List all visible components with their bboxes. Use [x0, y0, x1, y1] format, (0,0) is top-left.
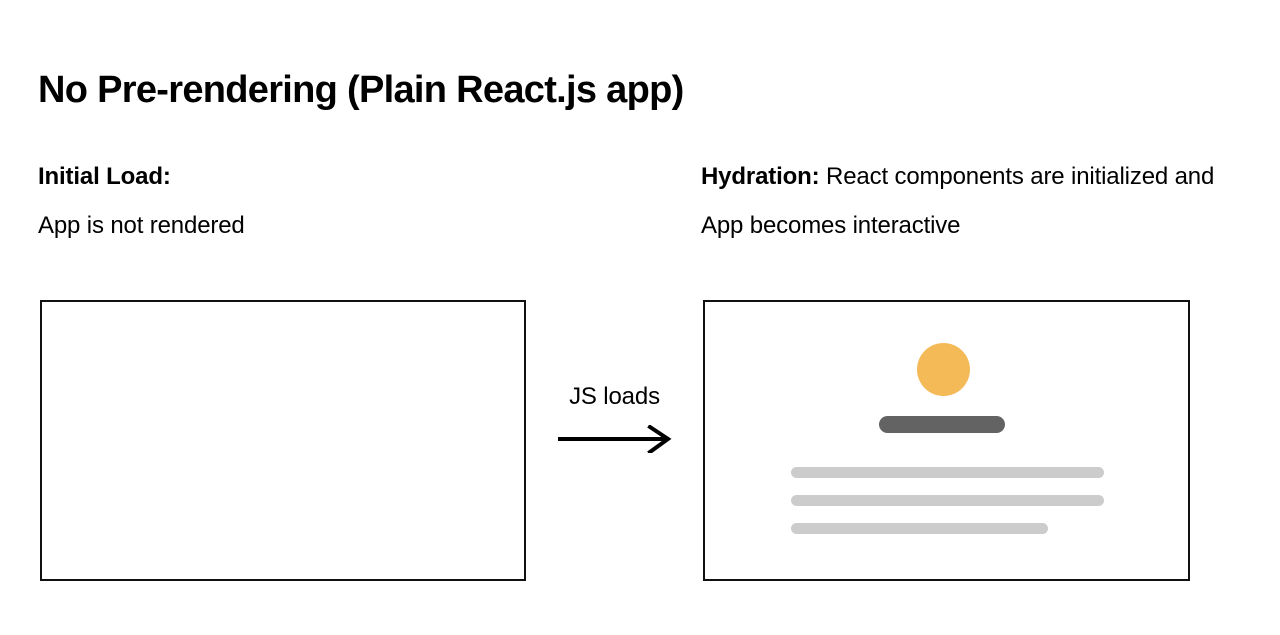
hydration-caption: Hydration: React components are initiali… — [701, 152, 1257, 250]
heading-placeholder-bar — [879, 416, 1005, 433]
page-title: No Pre-rendering (Plain React.js app) — [38, 69, 684, 112]
hydration-caption-body: React components are initialized and App… — [701, 163, 1215, 239]
transition-group: JS loads — [552, 383, 677, 463]
text-placeholder-line — [791, 523, 1048, 534]
initial-load-caption: Initial Load: App is not rendered — [38, 152, 658, 250]
avatar-circle-icon — [917, 343, 970, 396]
arrow-right-icon — [558, 425, 672, 453]
text-placeholder-line — [791, 467, 1104, 478]
transition-label: JS loads — [569, 383, 660, 410]
empty-app-frame — [40, 300, 526, 581]
initial-load-caption-lead: Initial Load: — [38, 163, 171, 190]
text-placeholder-line — [791, 495, 1104, 506]
initial-load-caption-body: App is not rendered — [38, 212, 245, 239]
hydration-caption-lead: Hydration: — [701, 163, 820, 190]
hydrated-app-frame — [703, 300, 1190, 581]
